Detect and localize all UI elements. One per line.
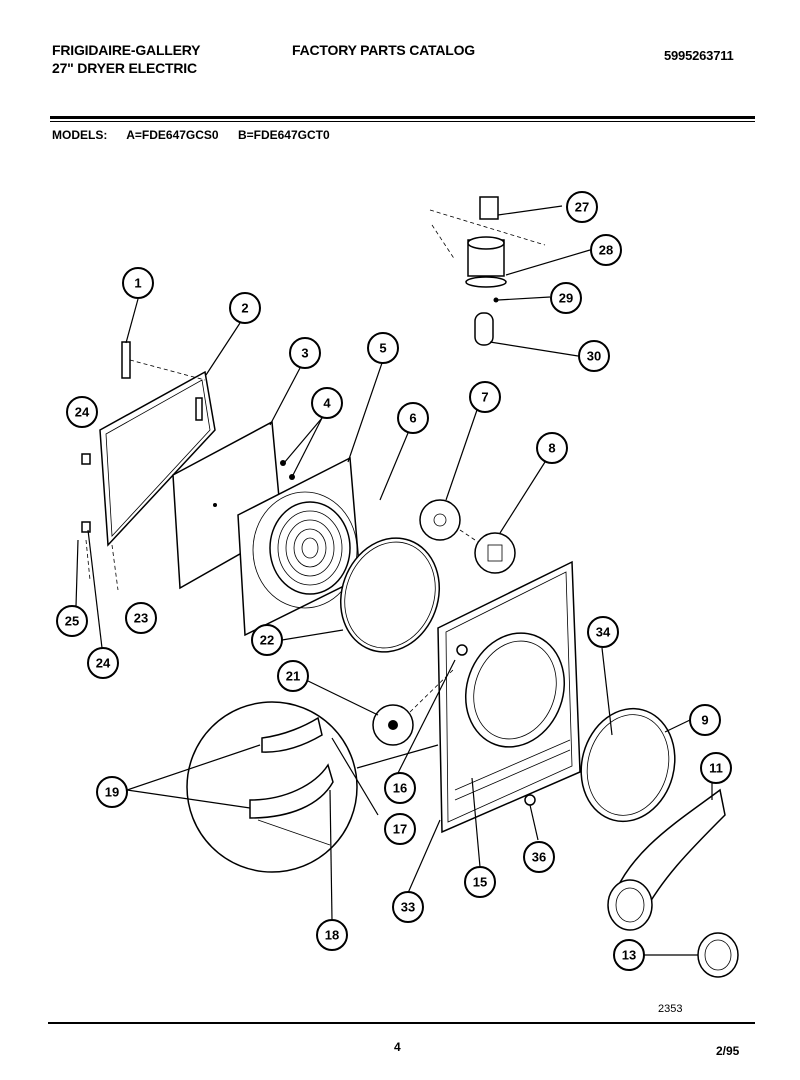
footer-rule xyxy=(48,1022,755,1024)
svg-text:29: 29 xyxy=(559,291,573,306)
figure-number: 2353 xyxy=(658,1003,683,1015)
magnified-inset xyxy=(186,701,439,873)
door-seal-ring xyxy=(339,537,441,653)
callout: 22 xyxy=(251,624,283,656)
leader-lines xyxy=(75,205,713,956)
svg-text:6: 6 xyxy=(409,411,416,426)
svg-text:11: 11 xyxy=(709,761,723,776)
door-liner xyxy=(237,456,361,637)
callout: 17 xyxy=(384,813,416,845)
svg-text:13: 13 xyxy=(622,948,636,963)
door-strike xyxy=(474,532,516,574)
callout: 28 xyxy=(590,234,622,266)
svg-text:24: 24 xyxy=(75,405,90,420)
svg-text:18: 18 xyxy=(325,928,339,943)
svg-text:19: 19 xyxy=(105,785,119,800)
callout: 29 xyxy=(550,282,582,314)
callout: 11 xyxy=(700,752,732,784)
svg-text:34: 34 xyxy=(596,625,611,640)
door-hinge xyxy=(121,341,206,381)
callout: 7 xyxy=(469,381,501,413)
callout: 27 xyxy=(566,191,598,223)
catalog-title: FACTORY PARTS CATALOG xyxy=(292,42,475,58)
svg-text:27: 27 xyxy=(575,200,589,215)
svg-text:5: 5 xyxy=(379,341,386,356)
svg-text:7: 7 xyxy=(481,390,488,405)
callout: 5 xyxy=(367,332,399,364)
svg-text:23: 23 xyxy=(134,611,148,626)
header-rule-thin xyxy=(50,121,755,122)
callout: 24 xyxy=(66,396,98,428)
callout: 8 xyxy=(536,432,568,464)
svg-text:15: 15 xyxy=(473,875,487,890)
callout: 3 xyxy=(289,337,321,369)
door-clip xyxy=(81,521,91,533)
felt-ring xyxy=(697,932,739,978)
header-rule xyxy=(50,116,755,119)
model-a: A=FDE647GCS0 xyxy=(126,128,219,142)
callout: 25 xyxy=(56,605,88,637)
callout: 34 xyxy=(587,616,619,648)
svg-text:1: 1 xyxy=(134,276,141,291)
callout: 36 xyxy=(523,841,555,873)
callout: 18 xyxy=(316,919,348,951)
callout: 6 xyxy=(397,402,429,434)
svg-text:8: 8 xyxy=(548,441,555,456)
callout: 1 xyxy=(122,267,154,299)
svg-text:33: 33 xyxy=(401,900,415,915)
callout: 13 xyxy=(613,939,645,971)
svg-text:22: 22 xyxy=(260,633,274,648)
svg-text:36: 36 xyxy=(532,850,546,865)
svg-text:4: 4 xyxy=(323,396,331,411)
bulkhead-seal xyxy=(580,707,676,823)
callout: 4 xyxy=(311,387,343,419)
front-panel xyxy=(437,560,581,834)
callout: 23 xyxy=(125,602,157,634)
svg-text:16: 16 xyxy=(393,781,407,796)
svg-text:17: 17 xyxy=(393,822,407,837)
callout: 19 xyxy=(96,776,128,808)
door-catch xyxy=(372,667,456,746)
svg-text:9: 9 xyxy=(701,713,708,728)
callout: 24 xyxy=(87,647,119,679)
callout: 2 xyxy=(229,292,261,324)
svg-text:24: 24 xyxy=(96,656,111,671)
print-date: 2/95 xyxy=(716,1044,740,1058)
callout: 9 xyxy=(689,704,721,736)
model-b: B=FDE647GCT0 xyxy=(237,128,330,142)
svg-text:28: 28 xyxy=(599,243,613,258)
models-line: MODELS: A=FDE647GCS0 B=FDE647GCT0 xyxy=(52,128,346,142)
svg-text:25: 25 xyxy=(65,614,79,629)
svg-text:21: 21 xyxy=(286,669,300,684)
screw xyxy=(524,794,536,806)
svg-text:3: 3 xyxy=(301,346,308,361)
callout: 16 xyxy=(384,772,416,804)
models-label: MODELS: xyxy=(52,128,108,142)
door-clip xyxy=(81,453,91,465)
drum-lamp-assembly xyxy=(429,196,546,346)
callout: 30 xyxy=(578,340,610,372)
callout: 15 xyxy=(464,866,496,898)
svg-text:30: 30 xyxy=(587,349,601,364)
product-title: 27" DRYER ELECTRIC xyxy=(52,60,197,76)
page-number: 4 xyxy=(394,1040,401,1054)
door-outer-panel xyxy=(99,370,216,547)
callout: 21 xyxy=(277,660,309,692)
svg-text:2: 2 xyxy=(241,301,248,316)
brand-title: FRIGIDAIRE-GALLERY xyxy=(52,42,201,58)
document-number: 5995263711 xyxy=(664,48,734,63)
exhaust-duct xyxy=(607,788,726,931)
callout: 33 xyxy=(392,891,424,923)
